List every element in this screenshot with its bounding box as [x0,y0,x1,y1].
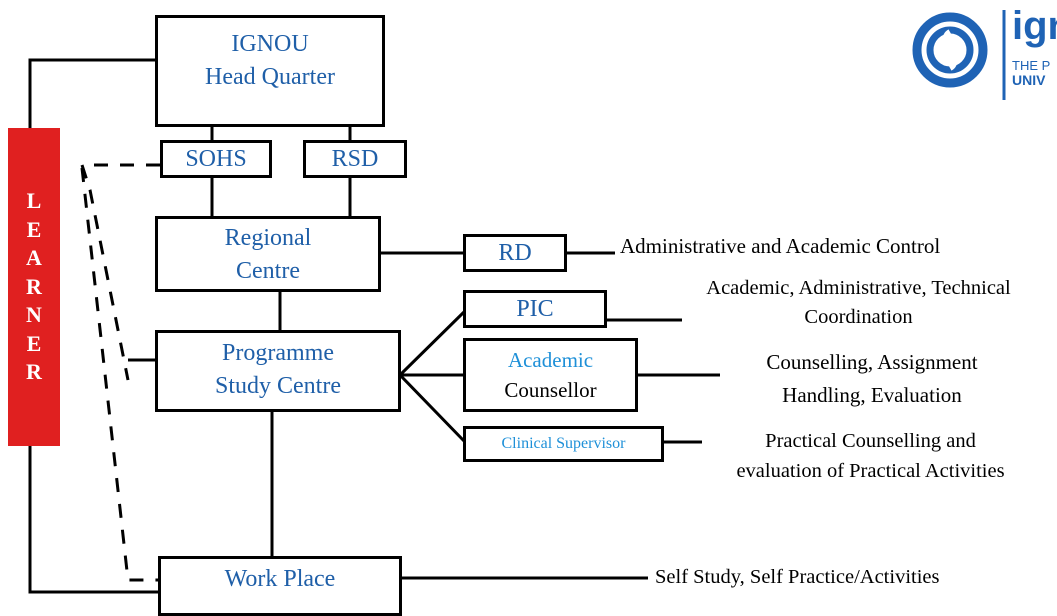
sohs-label: SOHS [185,146,247,172]
logo-emblem-icon [912,10,1006,100]
learner-bar: L E A R N E R [8,128,60,446]
psc-line1: Programme [222,340,334,366]
learner-work-link [28,446,160,594]
learner-letter: L [26,188,42,214]
ignou-logo: ign THE P UNIV [906,10,1057,110]
dashed-sohs-link [79,163,160,381]
pic-role-text: Academic, Administrative, Technical Coor… [660,276,1057,330]
counsellor-role-line2: Handling, Evaluation [782,383,962,407]
rsd-node: RSD [303,140,407,178]
pic-node: PIC [463,290,607,328]
counsellor-role-line1: Counselling, Assignment [766,350,978,374]
academic-counsellor-node: Academic Counsellor [463,338,638,412]
pic-role-line2: Coordination [804,306,913,328]
rd-role-text: Administrative and Academic Control [620,234,941,258]
rd-label: RD [498,240,532,266]
work-role-text: Self Study, Self Practice/Activities [655,566,940,588]
pic-label: PIC [516,296,554,322]
rc-line1: Regional [224,225,312,251]
clinical-role-line1: Practical Counselling and [765,430,976,452]
programme-study-centre-node: Programme Study Centre [155,330,401,412]
rc-line2: Centre [236,258,300,284]
clinical-role-text: Practical Counselling and evaluation of … [684,426,1057,486]
counsellor-line1: Academic [507,348,594,372]
work-place-node: Work Place [158,556,402,616]
logo-tagline-2: UNIV [1012,72,1046,88]
dashed-work-link [80,167,160,582]
counsellor-line2: Counsellor [504,378,597,402]
psc-line2: Study Centre [215,373,341,399]
hq-line2: Head Quarter [205,64,335,90]
learner-letter: E [26,330,42,356]
learner-letter: N [26,302,42,328]
sohs-node: SOHS [160,140,272,178]
work-label: Work Place [224,566,336,592]
counsellor-role-text: Counselling, Assignment Handling, Evalua… [722,346,1022,412]
rd-node: RD [463,234,567,272]
regional-centre-node: Regional Centre [155,216,381,292]
learner-letter: R [26,359,42,385]
clinical-role-line2: evaluation of Practical Activities [736,460,1005,482]
learner-letter: A [26,245,42,271]
logo-tagline-1: THE P [1012,58,1051,73]
pic-role-line1: Academic, Administrative, Technical [706,277,1011,299]
learner-letter: E [26,216,42,242]
clinical-supervisor-node: Clinical Supervisor [463,426,664,462]
learner-hq-link [28,58,155,130]
hq-node: IGNOU Head Quarter [155,15,385,127]
learner-letter: R [26,273,42,299]
clinical-label: Clinical Supervisor [501,435,626,452]
rsd-label: RSD [331,146,379,172]
hq-line1: IGNOU [231,31,309,57]
logo-brand: ign [1012,10,1057,48]
